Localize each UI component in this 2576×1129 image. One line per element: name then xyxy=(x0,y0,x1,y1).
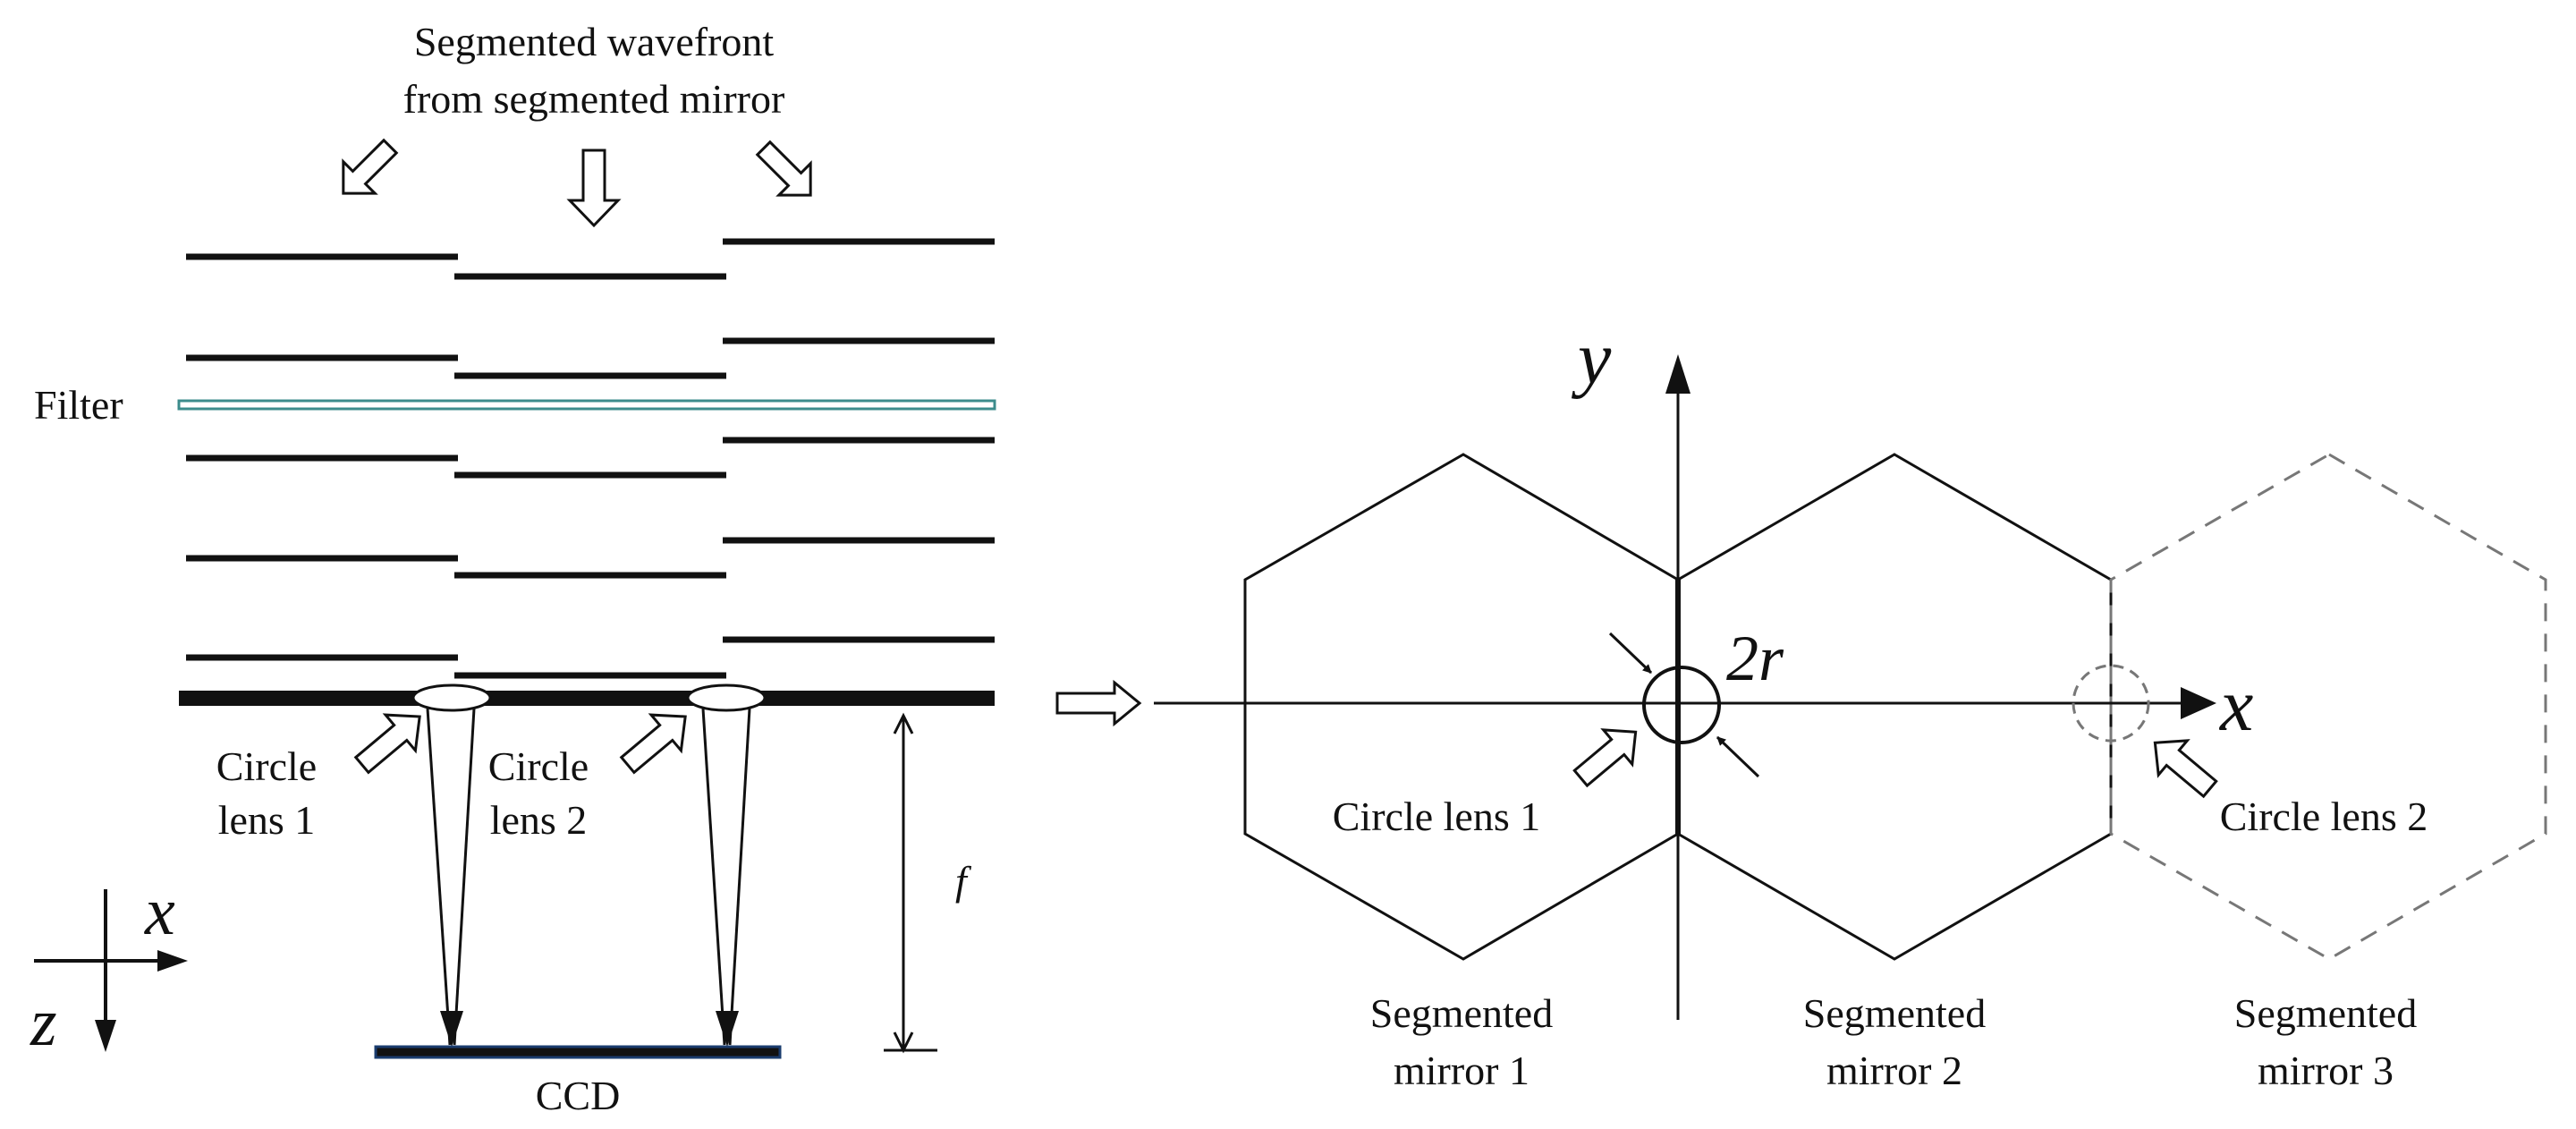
filter xyxy=(177,399,996,411)
circle-lens-1 xyxy=(411,683,492,712)
axis-z-label: z xyxy=(30,985,57,1060)
axis-y-arrowhead xyxy=(1665,354,1690,394)
axis-x-arrowhead-right xyxy=(2181,687,2216,719)
circle-lens-2-aperture xyxy=(2072,664,2150,743)
ccd-label: CCD xyxy=(536,1073,621,1118)
diameter-arrow-bottom xyxy=(1716,735,1760,778)
segmented-mirror-2-hexagon xyxy=(1676,453,2113,961)
arrow-down-icon xyxy=(566,149,622,228)
radius-label: 2r xyxy=(1726,623,1784,694)
wavefront-segments xyxy=(186,238,995,679)
focus-cones xyxy=(426,708,751,1046)
circle-lens-2-label-line2: lens 2 xyxy=(490,797,588,843)
mirror-1-label-line1: Segmented xyxy=(1370,990,1553,1036)
lens-array-plate xyxy=(179,691,995,706)
axis-x-label: x xyxy=(144,874,175,949)
transition-arrow-icon xyxy=(1055,679,1142,727)
diameter-arrow-top xyxy=(1608,632,1653,675)
mirror-2-label-line2: mirror 2 xyxy=(1826,1048,1962,1093)
circle-lens-1-aperture xyxy=(1642,666,1721,744)
arrow-up-right-icon xyxy=(619,713,687,775)
circle-lens-1-label: Circle lens 1 xyxy=(1333,794,1541,839)
caption-line-2: from segmented mirror xyxy=(403,76,785,122)
arrow-up-left-icon xyxy=(2153,739,2218,799)
circle-lens-2-label-line1: Circle xyxy=(488,743,589,789)
focal-length-label: f xyxy=(955,858,972,904)
axis-z-arrowhead xyxy=(95,1020,116,1052)
wavefront-direction-arrows xyxy=(342,138,812,228)
arrow-down-right-icon xyxy=(755,140,812,197)
mirror-1-label-line2: mirror 1 xyxy=(1394,1048,1530,1093)
left-panel: Segmented wavefront from segmented mirro… xyxy=(30,19,996,1118)
lens-pointer-arrows xyxy=(353,713,687,775)
axis-x-arrowhead xyxy=(157,950,188,972)
circle-lens-2 xyxy=(686,683,767,712)
mirror-3-label-line1: Segmented xyxy=(2234,990,2417,1036)
filter-label: Filter xyxy=(34,382,123,428)
circle-lens-2-label: Circle lens 2 xyxy=(2220,794,2428,839)
mirror-3-label-line2: mirror 3 xyxy=(2258,1048,2394,1093)
arrow-up-right-icon xyxy=(1572,728,1638,788)
arrow-up-right-icon xyxy=(353,713,421,775)
mirror-2-label-line1: Segmented xyxy=(1803,990,1986,1036)
axis-y-label: y xyxy=(1571,317,1612,400)
focus-arrowhead-2 xyxy=(716,1011,739,1047)
right-panel: y x 2r Circle lens 1 Circle lens 2 Segme… xyxy=(1154,317,2547,1093)
caption-line-1: Segmented wavefront xyxy=(414,19,775,64)
segmented-mirror-1-hexagon xyxy=(1243,453,1680,961)
circle-lens-1-label-line2: lens 1 xyxy=(218,797,316,843)
arrow-down-left-icon xyxy=(342,138,399,195)
circle-lens-1-label-line1: Circle xyxy=(216,743,317,789)
segmented-mirror-3-hexagon xyxy=(2109,453,2547,961)
focus-arrowhead-1 xyxy=(440,1011,463,1047)
axis-x-label-right: x xyxy=(2218,664,2253,747)
focal-length-dimension xyxy=(884,712,937,1054)
ccd-sensor xyxy=(374,1045,782,1059)
